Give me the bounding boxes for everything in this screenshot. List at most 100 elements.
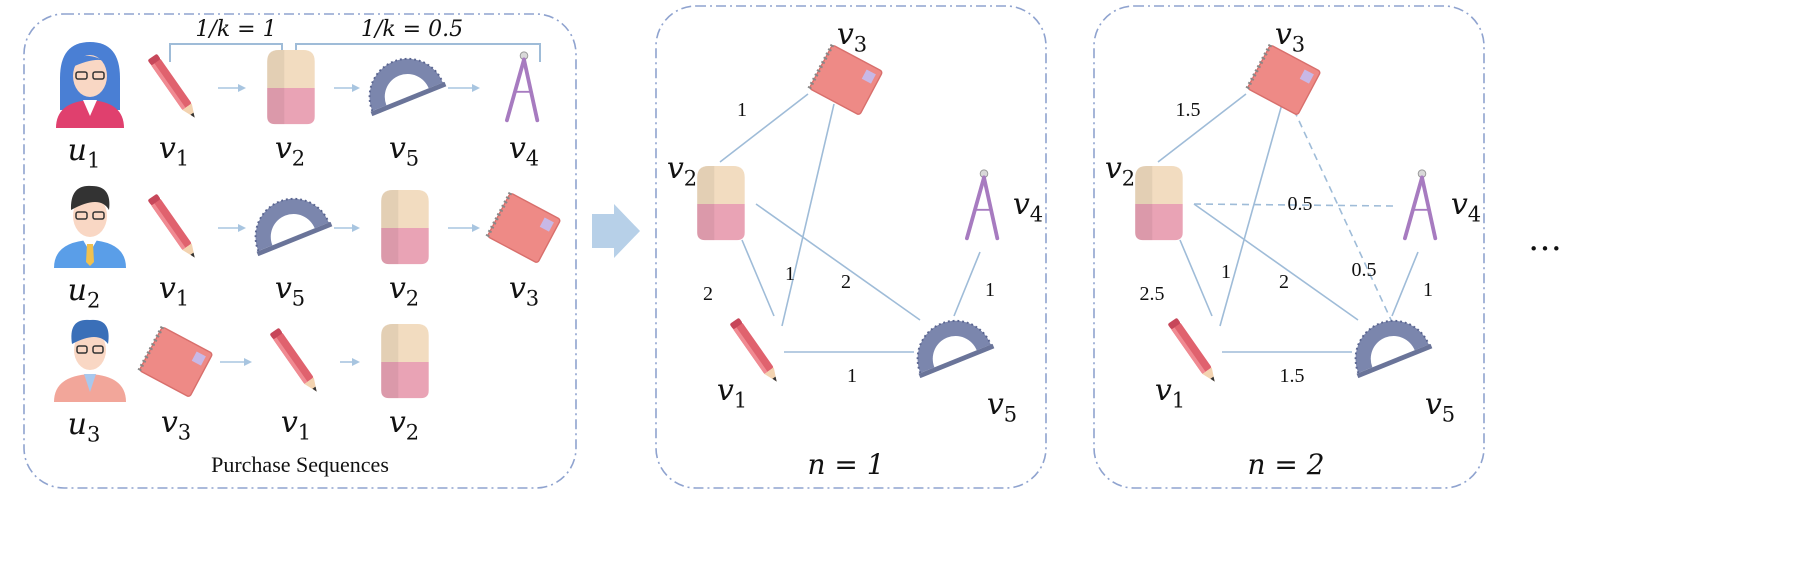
edge-weight: 1 [785,263,795,285]
female-user-icon [55,41,125,129]
graph-n2: 1.5 2.5 2 1 1.5 1 0.5 0.5 v3 v2 v4 v1 v5 [1105,17,1481,427]
graph-edge [741,239,775,317]
node-label: v1 [1155,373,1185,413]
item-label: v2 [275,131,305,171]
user-label: u3 [68,407,101,447]
node-label: v5 [1425,387,1455,427]
node-label: v3 [837,17,867,57]
item-label: v4 [509,131,539,171]
bracket-label-2: 1/k = 0.5 [361,17,463,42]
bracket-label-1: 1/k = 1 [195,17,276,42]
edge-weight: 2.5 [1140,283,1165,305]
notebook-icon [1245,42,1323,118]
pencil-icon [729,317,782,385]
arrow-head [352,224,360,232]
node-label: v5 [987,387,1017,427]
item-label: v1 [159,131,189,171]
eraser-icon [381,190,429,265]
compass-icon [1403,167,1438,241]
notebook-icon [807,42,885,118]
edge-weight: 0.5 [1352,259,1377,281]
caption-purchase-sequences: Purchase Sequences [211,452,389,477]
edge-weight: 1 [985,279,995,301]
ellipsis: … [1528,219,1562,259]
edge-weight: 1 [1423,279,1433,301]
arrow-head [244,358,252,366]
item-label: v3 [161,405,191,445]
pencil-icon [147,193,200,261]
graph-edge [1193,203,1359,321]
eraser-icon [381,324,429,399]
graph-edge [953,251,981,317]
item-label: v2 [389,405,419,445]
node-label: v4 [1013,187,1043,227]
pencil-icon [1167,317,1220,385]
arrow-head [238,84,246,92]
node-label: v3 [1275,17,1305,57]
node-label: v4 [1451,187,1481,227]
big-transition-arrow [592,204,640,258]
caption-n1: n = 1 [807,448,884,481]
panel-graph-n2 [1093,5,1485,489]
graph-edge [781,103,835,327]
purchase-row: u2 v1 v5 v2 v3 [53,185,563,313]
edge-weight: 1 [1221,261,1231,283]
panel-purchase-sequences [23,13,577,489]
notebook-icon [485,190,563,266]
item-label: v3 [509,271,539,311]
item-label: v1 [159,271,189,311]
protractor-icon [355,45,448,118]
graph-edge [1391,251,1419,317]
bracket-2 [295,43,541,62]
user-label: u2 [68,273,101,313]
arrow-head [472,224,480,232]
edge-weight: 2 [1279,271,1289,293]
young-user-icon [53,319,127,403]
item-label: v2 [389,271,419,311]
pencil-icon [147,53,200,121]
dashed-edge [1293,109,1393,323]
eraser-icon [697,166,745,241]
notebook-icon [137,324,215,400]
male-user-icon [53,185,127,269]
graph-n1: 1 2 2 1 1 1 v3 v2 v4 v1 v5 [667,17,1043,427]
graph-edge [719,93,809,163]
edge-weight: 1 [847,365,857,387]
item-label: v5 [389,131,419,171]
node-label: v2 [667,151,697,191]
edge-weight: 1 [737,99,747,121]
dashed-edge [1193,203,1395,207]
compass-icon [965,167,1000,241]
caption-n2: n = 2 [1247,448,1324,481]
edge-weight: 1.5 [1176,99,1201,121]
panel-graph-n1 [655,5,1047,489]
edge-weight: 2 [841,271,851,293]
purchase-rows: u1 v1 v2 v5 v4 u2 v1 v5 v2 v3 u3 v3 v1 v2 [53,41,563,447]
edge-weight: 1.5 [1280,365,1305,387]
arrow-head [352,84,360,92]
user-label: u1 [68,133,101,173]
item-label: v1 [281,405,311,445]
arrow-head [472,84,480,92]
arrow-head [238,224,246,232]
graph-edge [1179,239,1213,317]
eraser-icon [1135,166,1183,241]
node-label: v2 [1105,151,1135,191]
edge-weight: 0.5 [1288,193,1313,215]
graph-edge [1157,93,1247,163]
protractor-icon [241,185,334,258]
compass-icon [504,49,540,123]
pencil-icon [269,327,322,395]
graph-edge [1219,103,1283,327]
bracket-1 [169,43,283,62]
purchase-row: u1 v1 v2 v5 v4 [55,41,540,173]
graph-edge [755,203,921,321]
eraser-icon [267,50,315,125]
purchase-row: u3 v3 v1 v2 [53,319,429,447]
arrow-head [352,358,360,366]
node-label: v1 [717,373,747,413]
item-label: v5 [275,271,305,311]
edge-weight: 2 [703,283,713,305]
